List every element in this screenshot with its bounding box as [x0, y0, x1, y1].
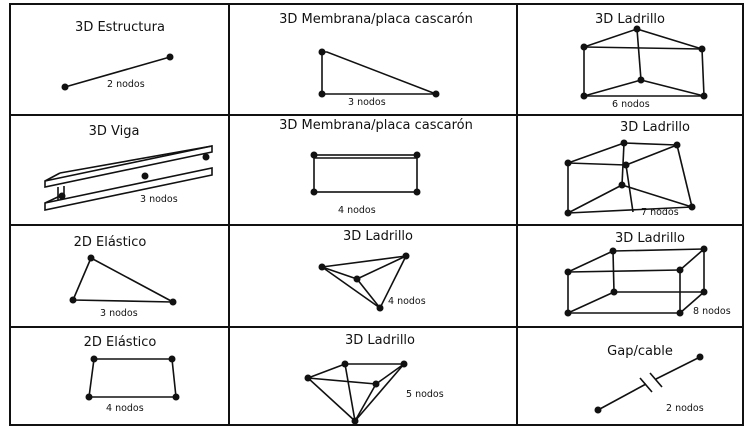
cell-title-2d-elastico: 2D Elástico: [83, 335, 157, 350]
node-count-label: 7 nodos: [641, 207, 679, 218]
node-count-label: 3 nodos: [140, 194, 178, 205]
cell-title-3d-ladrillo: 3D Ladrillo: [619, 120, 690, 135]
cell-title-3d-ladrillo: 3D Ladrillo: [344, 333, 415, 348]
node-count-label: 2 nodos: [666, 403, 704, 414]
cell-title-2d-elastico: 2D Elástico: [73, 235, 147, 250]
cell-title-gap-cable: Gap/cable: [607, 344, 673, 359]
cell-title-3d-estructura: 3D Estructura: [75, 20, 165, 35]
cell-title-3d-viga: 3D Viga: [88, 124, 140, 139]
node-count-label: 4 nodos: [106, 403, 144, 414]
cell-title-3d-ladrillo: 3D Ladrillo: [614, 231, 685, 246]
node-count-label: 4 nodos: [338, 205, 376, 216]
node-count-label: 4 nodos: [388, 296, 426, 307]
node-count-label: 3 nodos: [100, 308, 138, 319]
node-count-label: 5 nodos: [406, 389, 444, 400]
node-count-label: 3 nodos: [348, 97, 386, 108]
node-count-label: 6 nodos: [612, 99, 650, 110]
node-count-label: 8 nodos: [693, 306, 731, 317]
cell-title-3d-membrana: 3D Membrana/placa cascarón: [279, 12, 473, 27]
cell-title-3d-ladrillo: 3D Ladrillo: [342, 229, 413, 244]
cell-title-3d-ladrillo: 3D Ladrillo: [594, 12, 665, 27]
node-count-label: 2 nodos: [107, 79, 145, 90]
cell-title-3d-membrana: 3D Membrana/placa cascarón: [279, 118, 473, 133]
